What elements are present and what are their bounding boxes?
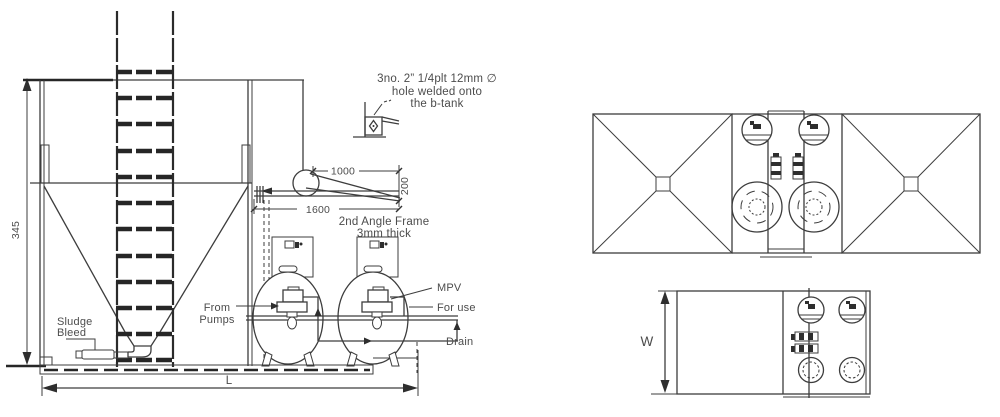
- from-pumps-label-line2: Pumps: [199, 314, 235, 326]
- flow-arrow-left: [261, 187, 272, 195]
- dim-arrow-up: [660, 291, 670, 304]
- dim-200-label: 200: [399, 177, 411, 195]
- gauge-icon: [750, 121, 761, 129]
- sight-glass: [372, 316, 382, 330]
- drain-label: Drain: [446, 336, 473, 348]
- from-pumps-label-line1: From: [204, 302, 230, 314]
- detail-note-line3: the b-tank: [410, 98, 463, 110]
- plan-tank-left: [592, 113, 733, 254]
- plan-tank-right: [841, 113, 981, 254]
- sludge-bleed-label-line1: Sludge: [57, 316, 92, 328]
- flow-arrow-up: [453, 322, 461, 330]
- sludge-bleed-assembly: Sludge Bleed: [57, 316, 129, 360]
- ladder-rungs: [116, 69, 174, 363]
- tank-bracket-left: [40, 144, 50, 184]
- plan-vessel-left: [731, 181, 783, 233]
- weld-symbol-diamond: [368, 119, 379, 133]
- leader-arrow: [271, 302, 279, 310]
- plan-skid-center: [731, 110, 842, 258]
- dim-length-label: L: [226, 375, 233, 387]
- dim-width-label: W: [641, 334, 654, 349]
- angle-frame-note-line2: 3mm thick: [357, 228, 411, 240]
- mpv-valve-right: [361, 286, 393, 330]
- dim-arrow-right: [403, 383, 418, 393]
- filter-vessel-right: [337, 271, 409, 365]
- plan-gauge-right: [798, 114, 830, 146]
- base-skid: [39, 356, 374, 375]
- dim-1000-label: 1000: [331, 166, 355, 178]
- dim-345: 345: [6, 78, 46, 368]
- dim-arrow-down: [22, 352, 32, 365]
- gauge-icon: [846, 301, 856, 309]
- angle-frame-note-line1: 2nd Angle Frame: [339, 216, 430, 228]
- dim-width: W: [641, 290, 677, 395]
- pipe-labels: From Pumps MPV For use Drain: [199, 282, 475, 348]
- detail-note-line1: 3no. 2” 1/4plt 12mm ∅: [377, 73, 497, 85]
- side-vessel-right: [838, 356, 866, 384]
- gauge-icon: [284, 240, 303, 249]
- gauge-icon: [805, 301, 815, 309]
- sight-glass: [287, 316, 297, 330]
- for-use-label: For use: [437, 302, 476, 314]
- vessel-feet: [261, 351, 400, 367]
- gauge-icon: [807, 121, 818, 129]
- side-gauge-left: [797, 296, 825, 324]
- filter-vessels: [246, 236, 461, 373]
- weld-detail-sketch: 3no. 2” 1/4plt 12mm ∅ hole welded onto t…: [353, 73, 497, 138]
- flow-arrow-right: [364, 337, 372, 345]
- tank-apex-square: [903, 176, 919, 192]
- access-ladder: [115, 11, 175, 367]
- elevation-view: 345: [6, 11, 497, 396]
- tank-bracket-right: [241, 144, 251, 184]
- valve-icon: [792, 153, 804, 180]
- mpv-valve-left: [276, 286, 308, 330]
- valve-icon: [791, 331, 819, 342]
- plan-view-top: [592, 110, 981, 258]
- tank-apex-square: [655, 176, 671, 192]
- chute-pivot-circle: [292, 169, 320, 197]
- plan-vessel-right: [788, 181, 840, 233]
- dim-length: L: [41, 350, 419, 396]
- dims-chute: 1000 200 1600 2nd Angle Frame 3mm thick: [250, 165, 430, 240]
- flow-arrow-up: [314, 308, 322, 316]
- valve-icon: [791, 343, 819, 354]
- side-gauge-right: [838, 296, 866, 324]
- dim-345-label: 345: [10, 221, 22, 239]
- gauge-icon: [369, 240, 388, 249]
- dim-arrow-left: [42, 383, 57, 393]
- b-tank: [23, 78, 304, 366]
- sludge-valve: [81, 349, 115, 360]
- sludge-bleed-label-line2: Bleed: [57, 327, 86, 339]
- side-vessel-left: [797, 356, 825, 384]
- plan-gauge-left: [741, 114, 773, 146]
- mpv-label: MPV: [437, 282, 462, 294]
- dim-1600-label: 1600: [306, 204, 330, 216]
- plan-view-side: W: [641, 288, 871, 398]
- detail-note-line2: hole welded onto: [392, 86, 482, 98]
- dim-arrow-up: [22, 78, 32, 91]
- valve-icon: [770, 153, 782, 180]
- launder-chute: [254, 169, 401, 203]
- filter-vessel-left: [252, 271, 324, 365]
- dim-arrow-down: [660, 380, 670, 393]
